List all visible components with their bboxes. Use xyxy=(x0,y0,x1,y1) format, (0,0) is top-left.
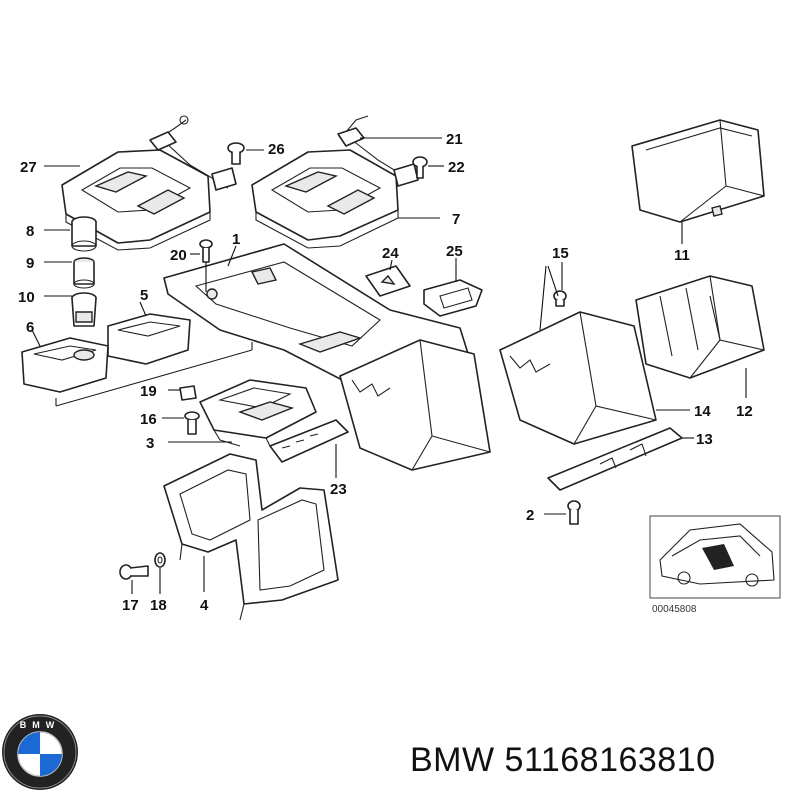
callout-17: 17 xyxy=(122,597,139,614)
part-21-harness xyxy=(337,115,442,187)
part-17-screw xyxy=(119,564,149,594)
part-14-storage-box xyxy=(339,339,491,471)
part-2-screw xyxy=(544,500,581,525)
part-27-trim-frame-left xyxy=(61,149,211,251)
callout-1: 1 xyxy=(232,231,240,248)
callout-15: 15 xyxy=(552,245,569,262)
callout-24: 24 xyxy=(382,245,399,262)
callout-19: 19 xyxy=(140,383,157,400)
part-20-screw xyxy=(199,239,213,292)
part-23-cover-strip xyxy=(269,419,349,478)
callout-2: 2 xyxy=(526,507,534,524)
callout-3: 3 xyxy=(146,435,154,452)
part-11-unit xyxy=(631,119,765,244)
part-24-cover-plate xyxy=(365,259,411,297)
callout-16: 16 xyxy=(140,411,157,428)
bmw-logo: BMW xyxy=(2,714,78,790)
callout-10: 10 xyxy=(18,289,35,306)
part-26-screw xyxy=(227,142,264,165)
part-16-screw xyxy=(184,411,200,435)
callout-22: 22 xyxy=(448,159,465,176)
part-10-lighter-socket xyxy=(44,292,97,327)
callout-7: 7 xyxy=(452,211,460,228)
part-25-bracket xyxy=(423,258,483,317)
callout-27: 27 xyxy=(20,159,37,176)
part-3-ashtray-housing xyxy=(168,379,317,447)
car-location-thumbnail xyxy=(649,515,781,599)
assembly-bracket-line xyxy=(55,342,253,407)
callout-18: 18 xyxy=(150,597,167,614)
part-22-screw xyxy=(412,156,444,179)
diagram-reference-code: 00045808 xyxy=(652,604,697,615)
brand-part-number-caption: BMW 51168163810 xyxy=(410,741,716,780)
callout-4: 4 xyxy=(200,597,209,614)
callout-13: 13 xyxy=(696,431,713,448)
part-4-support-bracket xyxy=(163,453,339,621)
callout-23: 23 xyxy=(330,481,347,498)
callout-20: 20 xyxy=(170,247,187,264)
bmw-logo-lettering: BMW xyxy=(20,720,61,730)
callout-8: 8 xyxy=(26,223,34,240)
callout-11: 11 xyxy=(674,247,690,264)
callout-6: 6 xyxy=(26,319,34,336)
part-8-lighter-cap xyxy=(44,216,97,252)
callout-9: 9 xyxy=(26,255,34,272)
callout-21: 21 xyxy=(446,131,463,148)
part-harness-left xyxy=(149,115,237,191)
callout-12: 12 xyxy=(736,403,753,420)
callout-26: 26 xyxy=(268,141,285,158)
part-14-box-right xyxy=(499,311,690,445)
part-13-rail xyxy=(547,427,694,491)
part-9-lighter-ring xyxy=(44,257,95,289)
part-number: 51168163810 xyxy=(504,741,716,779)
part-12-unit xyxy=(635,275,765,398)
part-6-tray xyxy=(21,329,109,393)
brand-name: BMW xyxy=(410,741,495,779)
part-15-screw xyxy=(539,262,567,331)
callout-25: 25 xyxy=(446,243,463,260)
part-19-clip xyxy=(168,385,197,401)
part-18-washer xyxy=(154,552,166,594)
part-5-tray-insert xyxy=(107,301,191,365)
callout-5: 5 xyxy=(140,287,148,304)
callout-labels: 27 26 21 22 7 8 1 20 24 25 15 11 9 5 10 … xyxy=(18,131,753,614)
part-7-trim-frame-right xyxy=(251,149,440,249)
callout-14: 14 xyxy=(694,403,711,420)
